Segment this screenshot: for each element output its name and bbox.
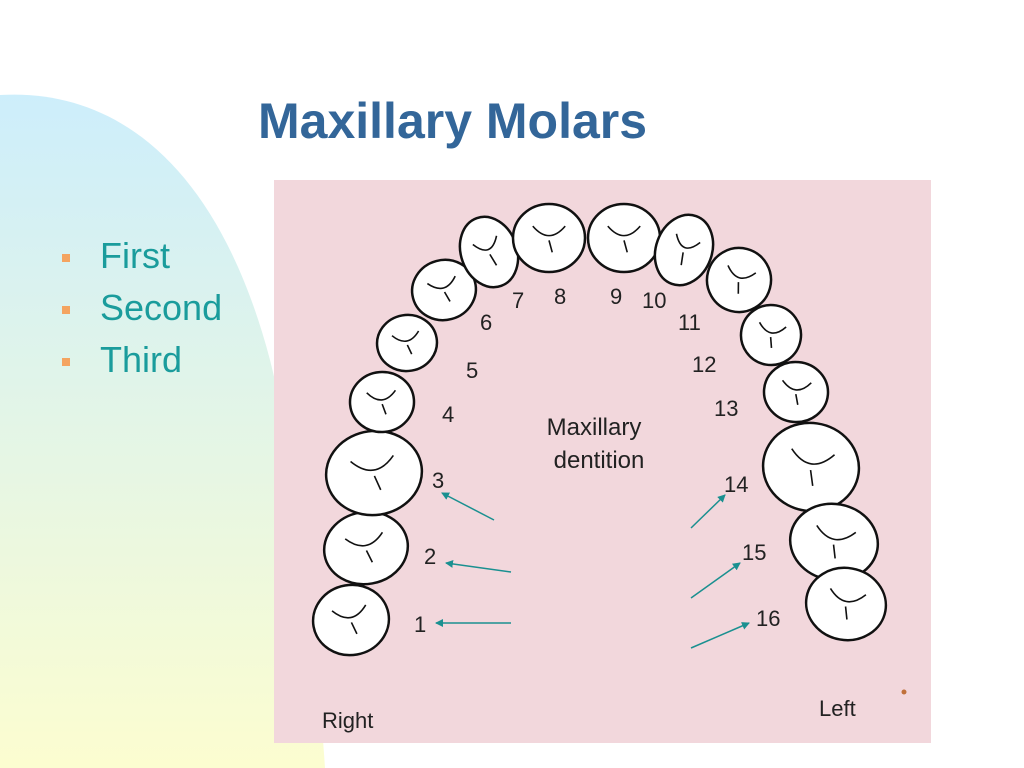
tooth-number-11: 11: [678, 310, 701, 335]
tooth-3: [324, 429, 424, 517]
tooth-8: [511, 202, 587, 274]
bullet-list: First Second Third: [62, 232, 222, 388]
tooth-14: [761, 421, 861, 513]
tooth-fissure: [366, 389, 397, 415]
tooth-12: [739, 303, 803, 367]
slide-title: Maxillary Molars: [258, 93, 648, 149]
tooth-16: [804, 566, 888, 642]
tooth-fissure: [816, 525, 857, 559]
tooth-fissure: [727, 265, 757, 294]
tooth-2: [322, 510, 410, 586]
tooth-number-4: 4: [442, 402, 454, 427]
tooth-outline: [761, 421, 861, 513]
bullet-item: Third: [62, 336, 222, 388]
tooth-fissure: [350, 454, 395, 491]
tooth-outline: [511, 202, 587, 274]
tooth-fissure: [675, 233, 701, 266]
tooth-arch: [311, 202, 888, 657]
bullet-text: Second: [100, 287, 223, 328]
tooth-number-6: 6: [480, 310, 492, 335]
tooth-number-8: 8: [554, 284, 566, 309]
tooth-outline: [375, 313, 439, 373]
tooth-outline: [311, 583, 391, 657]
bullet-text: First: [100, 235, 170, 276]
tooth-fissure: [829, 588, 867, 620]
tooth-number-13: 13: [714, 396, 738, 421]
tooth-number-1: 1: [414, 612, 426, 637]
tooth-outline: [739, 303, 803, 367]
tooth-outline: [762, 360, 830, 424]
tooth-outline: [804, 566, 888, 642]
bullet-item: First: [62, 232, 222, 284]
tooth-number-15: 15: [742, 540, 766, 565]
tooth-5: [375, 313, 439, 373]
tooth-outline: [586, 202, 662, 274]
bullet-item: Second: [62, 284, 222, 336]
tooth-number-10: 10: [642, 288, 666, 313]
caption-line-1: Maxillary: [547, 414, 642, 441]
tooth-outline: [348, 370, 416, 434]
arrow-tooth-16: [690, 622, 750, 649]
bullet-marker: [62, 254, 70, 262]
bullet-marker: [62, 306, 70, 314]
tooth-number-5: 5: [466, 358, 478, 383]
tooth-13: [762, 360, 830, 424]
label-right: Right: [322, 708, 373, 733]
tooth-number-12: 12: [692, 352, 716, 377]
tooth-fissure: [781, 379, 812, 405]
arrow-tooth-14: [690, 494, 726, 529]
bullet-text: Third: [100, 339, 183, 380]
tooth-10: [653, 213, 715, 287]
tooth-number-14: 14: [724, 472, 748, 497]
tooth-fissure: [426, 275, 456, 302]
tooth-fissure: [344, 531, 384, 563]
tooth-fissure: [607, 225, 641, 253]
tooth-outline: [705, 246, 773, 314]
tooth-number-7: 7: [512, 288, 524, 313]
arrow-tooth-15: [690, 562, 741, 599]
tooth-outline: [653, 213, 715, 287]
arrow-tooth-2: [445, 559, 512, 573]
bullet-marker: [62, 358, 70, 366]
tooth-fissure: [791, 448, 836, 487]
tooth-fissure: [331, 604, 367, 635]
tooth-number-2: 2: [424, 544, 436, 569]
tooth-fissure: [391, 330, 420, 355]
label-left: Left: [819, 696, 856, 721]
tooth-1: [311, 583, 391, 657]
tooth-4: [348, 370, 416, 434]
tooth-number-9: 9: [610, 284, 622, 309]
tooth-fissure: [758, 321, 787, 348]
caption-line-2: dentition: [554, 447, 645, 474]
speck: [901, 689, 907, 695]
tooth-number-16: 16: [756, 606, 780, 631]
tooth-9: [586, 202, 662, 274]
tooth-outline: [324, 429, 424, 517]
tooth-number-3: 3: [432, 468, 444, 493]
tooth-11: [705, 246, 773, 314]
tooth-fissure: [532, 225, 566, 253]
tooth-fissure: [472, 235, 498, 266]
tooth-outline: [410, 258, 478, 322]
tooth-6: [410, 258, 478, 322]
arrow-tooth-3: [441, 492, 495, 521]
